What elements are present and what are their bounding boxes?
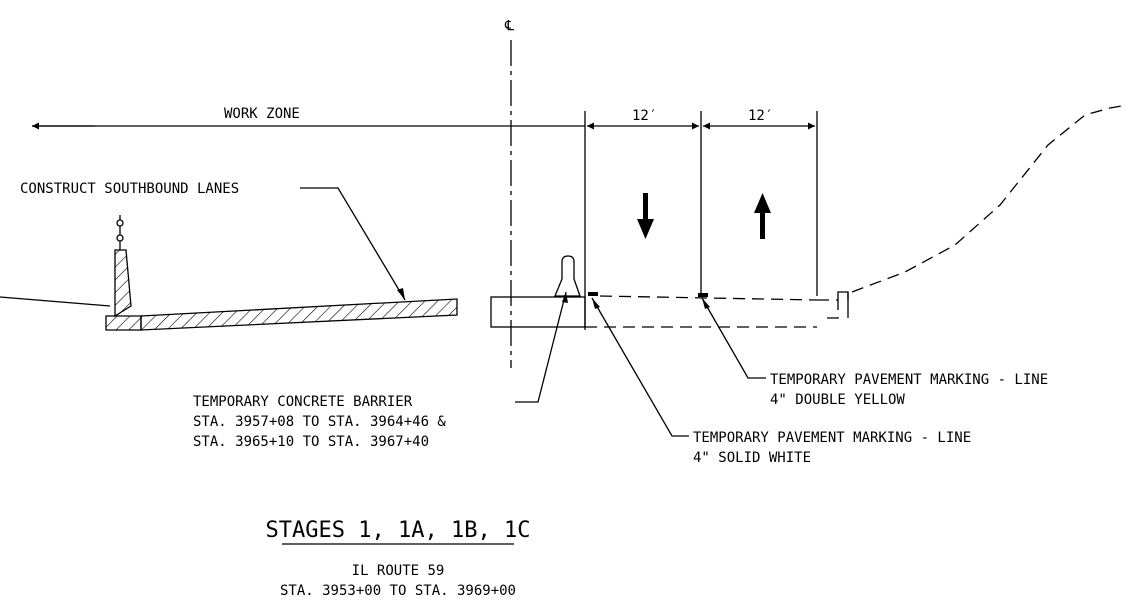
- yellow-marking-leader: [701, 297, 766, 379]
- southbound-pavement: [0, 215, 458, 331]
- existing-pavement-block: [490, 296, 586, 328]
- work-zone-label: WORK ZONE: [224, 106, 300, 122]
- barrier-label-3: STA. 3965+10 TO STA. 3967+40: [193, 434, 429, 450]
- white-marking-leader: [591, 297, 689, 437]
- yellow-marking-symbol: [698, 293, 708, 297]
- station-range: STA. 3953+00 TO STA. 3969+00: [280, 583, 516, 599]
- southbound-arrow-icon: [637, 193, 654, 239]
- yellow-marking-callout: TEMPORARY PAVEMENT MARKING - LINE 4" DOU…: [701, 297, 1048, 408]
- existing-ground-line: [0, 296, 111, 307]
- barrier-label-2: STA. 3957+08 TO STA. 3964+46 &: [193, 414, 446, 430]
- construct-label: CONSTRUCT SOUTHBOUND LANES: [20, 181, 239, 197]
- stage-title: STAGES 1, 1A, 1B, 1C: [266, 518, 531, 543]
- barrier-leader: [515, 291, 567, 403]
- parapet-footing: [105, 315, 142, 331]
- existing-pavement: [490, 255, 849, 328]
- curb-top: [837, 291, 849, 300]
- barrier-callout: TEMPORARY CONCRETE BARRIER STA. 3957+08 …: [193, 291, 568, 450]
- railing-bolt-upper: [116, 219, 124, 227]
- yellow-marking-label-2: 4" DOUBLE YELLOW: [770, 392, 905, 408]
- white-marking-callout: TEMPORARY PAVEMENT MARKING - LINE 4" SOL…: [591, 297, 971, 466]
- work-zone-dimension: WORK ZONE: [32, 106, 585, 130]
- barrier-label-1: TEMPORARY CONCRETE BARRIER: [193, 394, 413, 410]
- pavement-top-dashed: [599, 295, 818, 301]
- existing-ground-slope: [851, 104, 1127, 293]
- parapet-wall: [114, 249, 132, 318]
- white-marking-label-2: 4" SOLID WHITE: [693, 450, 811, 466]
- centerline-symbol: ℄: [504, 18, 514, 34]
- construct-callout: CONSTRUCT SOUTHBOUND LANES: [20, 181, 406, 301]
- lane-1-width: 12′: [632, 108, 657, 124]
- centerline: ℄: [504, 18, 514, 368]
- yellow-marking-label-1: TEMPORARY PAVEMENT MARKING - LINE: [770, 372, 1048, 388]
- construct-leader: [300, 187, 406, 301]
- shoulder-curb-dashed: [817, 299, 839, 319]
- white-marking-symbol: [588, 292, 598, 296]
- title-block: STAGES 1, 1A, 1B, 1C IL ROUTE 59 STA. 39…: [266, 518, 531, 599]
- route-name: IL ROUTE 59: [352, 563, 445, 579]
- railing-bolt-lower: [116, 234, 124, 242]
- concrete-barrier-shape: [554, 255, 581, 297]
- lane-dimensions: 12′ 12′: [584, 108, 818, 330]
- white-marking-label-1: TEMPORARY PAVEMENT MARKING - LINE: [693, 430, 971, 446]
- new-pavement-slab: [140, 298, 458, 331]
- lane-2-width: 12′: [748, 108, 773, 124]
- northbound-arrow-icon: [754, 193, 771, 239]
